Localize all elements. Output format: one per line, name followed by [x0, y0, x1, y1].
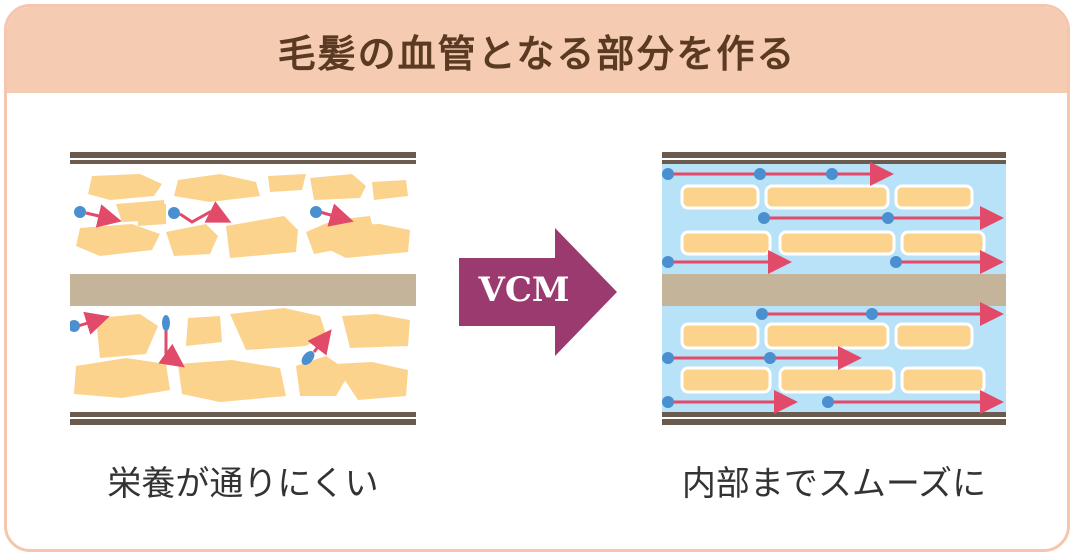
nutrient-dot [70, 320, 80, 332]
irregular-cell [88, 174, 162, 200]
flow-arrow [179, 201, 232, 224]
flow-arrow [158, 330, 185, 368]
nutrient-dot [758, 212, 770, 224]
irregular-cell [310, 174, 366, 200]
nutrient-dot [74, 206, 86, 218]
aligned-cell [680, 230, 772, 256]
irregular-cell [174, 174, 260, 202]
nutrient-dot [826, 168, 838, 180]
nutrient-dot [890, 256, 902, 268]
nutrient-dot [310, 206, 322, 218]
nutrient-dot [866, 308, 878, 320]
nutrient-dot [301, 351, 315, 365]
flow-arrow [77, 311, 110, 335]
vcm-label: VCM [478, 270, 570, 310]
irregular-cell [186, 316, 222, 346]
nutrient-dot [764, 352, 776, 364]
left-core-band [70, 274, 416, 306]
aligned-cell [894, 184, 974, 210]
aligned-cell [900, 366, 986, 394]
right-top-wall [662, 152, 1006, 158]
left-bottom-wall [70, 412, 416, 417]
right-core-band [662, 274, 1006, 306]
right-bottom-wall [662, 412, 1006, 417]
aligned-cell [764, 184, 890, 210]
irregular-cell [342, 314, 410, 348]
left-caption: 栄養が通りにくい [107, 464, 379, 504]
aligned-cell [680, 322, 760, 350]
flow-arrow [319, 203, 354, 227]
right-hair-cross-section [662, 150, 1006, 426]
aligned-cell [778, 230, 896, 256]
nutrient-dot [822, 396, 834, 408]
nutrient-dot [162, 315, 170, 331]
diagram-title: 毛髪の血管となる部分を作る [277, 31, 797, 76]
irregular-cell [74, 358, 170, 398]
nutrient-dot [754, 168, 766, 180]
irregular-cell [96, 314, 158, 358]
nutrient-dot [662, 396, 674, 408]
vcm-arrow: VCM [459, 228, 617, 356]
irregular-cell [372, 180, 408, 200]
left-hair-cross-section [70, 150, 416, 426]
flow-arrow [85, 204, 122, 228]
flow-arrow [307, 329, 332, 356]
irregular-cell [138, 204, 166, 226]
aligned-cell [778, 366, 896, 394]
nutrient-dot [756, 308, 768, 320]
aligned-cell [894, 322, 974, 350]
irregular-cell [76, 224, 160, 256]
nutrient-dot [662, 352, 674, 364]
left-hair-svg [70, 152, 416, 425]
irregular-cell [226, 216, 298, 258]
right-hair-svg [662, 152, 1006, 425]
irregular-cell [178, 360, 286, 402]
left-top-wall [70, 152, 416, 158]
vcm-arrow-shape [459, 228, 617, 356]
title-banner: 毛髪の血管となる部分を作る [7, 7, 1067, 93]
nutrient-dot [662, 256, 674, 268]
aligned-cell [680, 366, 772, 394]
nutrient-dot [882, 212, 894, 224]
aligned-cell [764, 322, 890, 350]
irregular-cell [166, 224, 218, 256]
aligned-cell [680, 184, 760, 210]
irregular-cell [324, 224, 410, 258]
nutrient-dot [662, 168, 674, 180]
aligned-cell [900, 230, 986, 256]
right-caption: 内部までスムーズに [681, 464, 987, 504]
irregular-cell [268, 174, 306, 192]
irregular-cell [230, 308, 326, 350]
irregular-cell [334, 362, 408, 400]
nutrient-dot [168, 207, 180, 219]
